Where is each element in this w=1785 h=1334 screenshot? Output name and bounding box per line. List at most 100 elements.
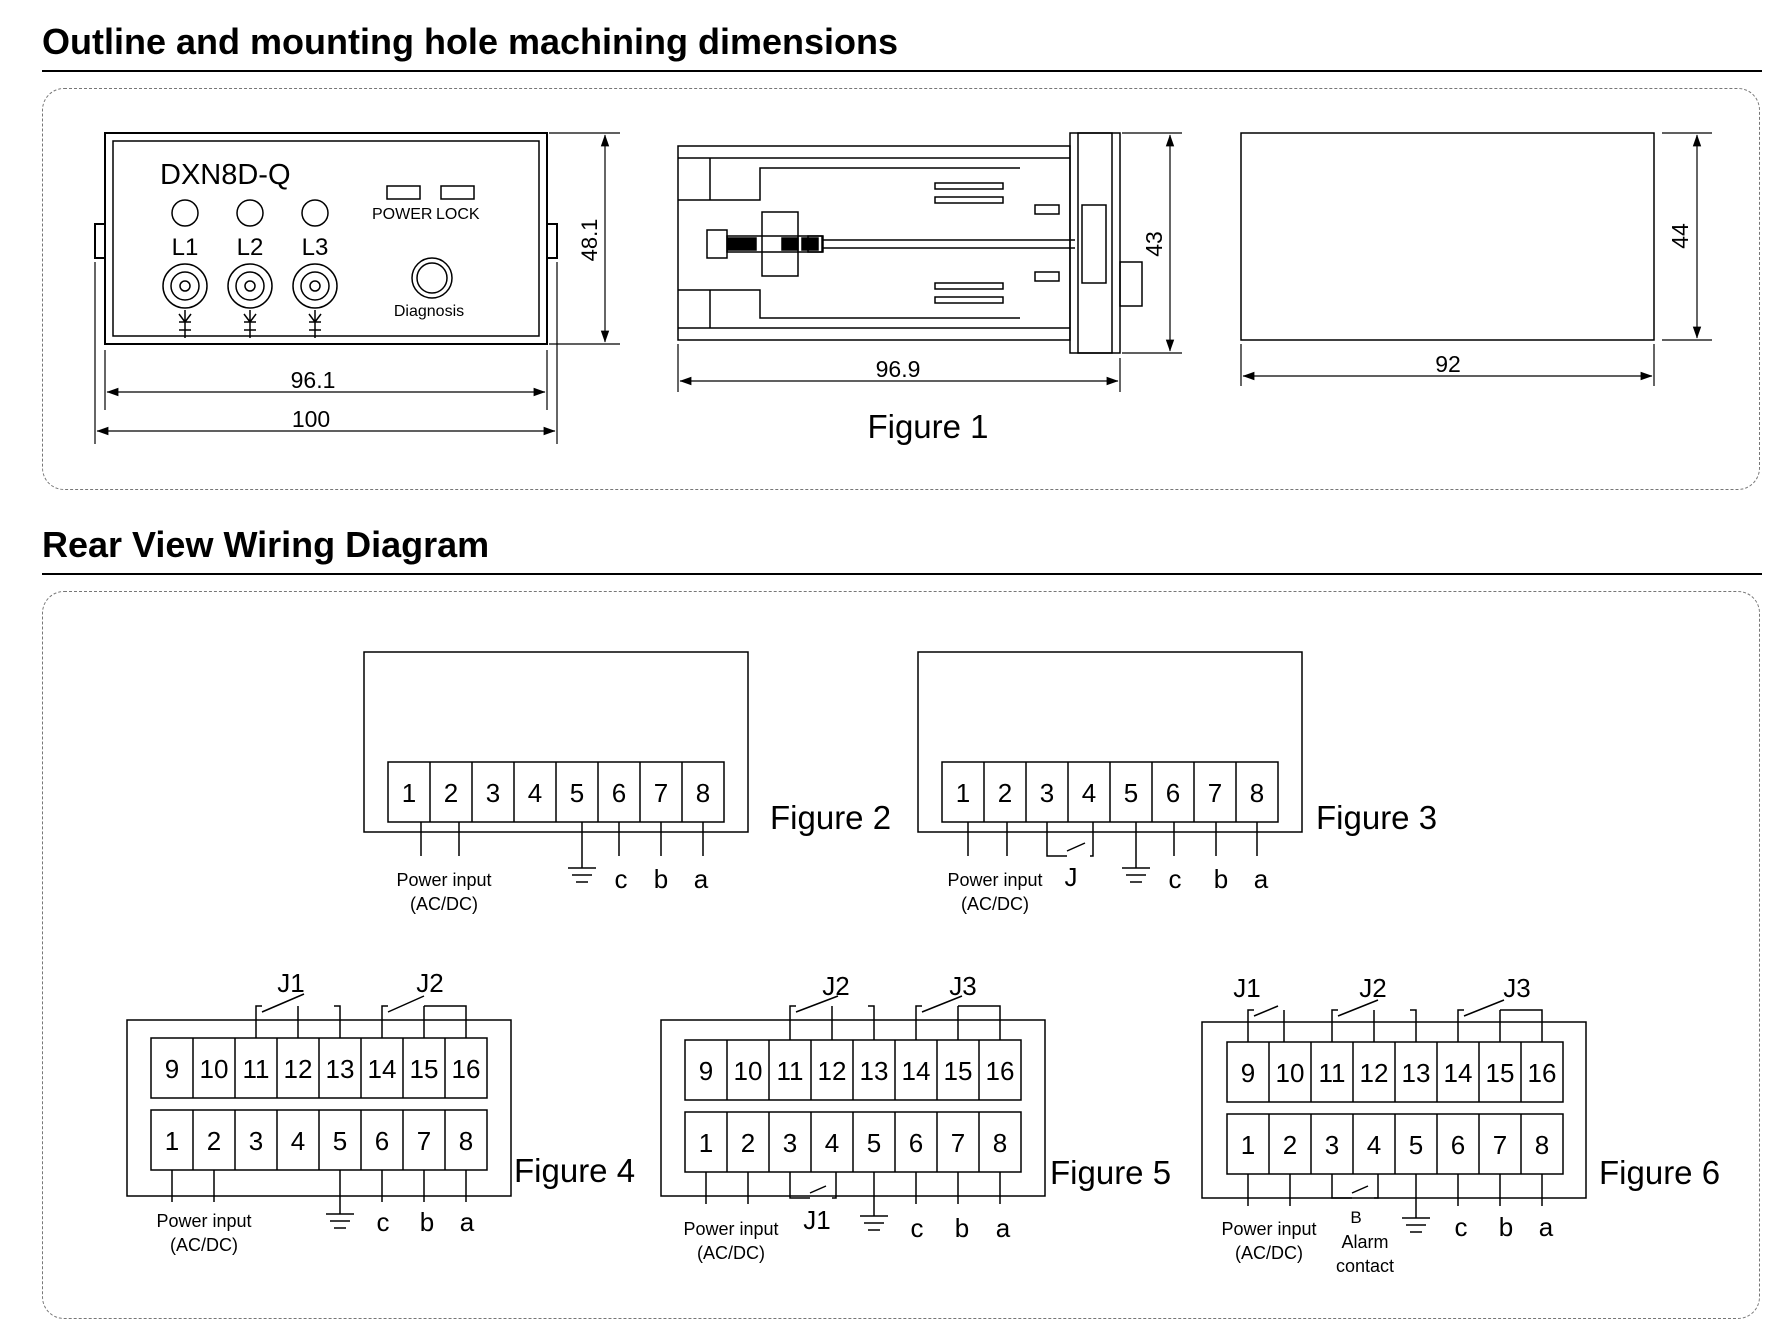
side-slots xyxy=(934,182,1060,304)
fig3-power-acdc: (AC/DC) xyxy=(961,894,1029,914)
fig5-terminal-14: 14 xyxy=(902,1056,931,1086)
cutout-rect xyxy=(1240,132,1655,341)
fig6-label-a: a xyxy=(1539,1212,1554,1242)
fig4-terminal-12: 12 xyxy=(284,1054,313,1084)
fig4-terminal-8: 8 xyxy=(459,1126,473,1156)
fig4-relay-j2 xyxy=(381,995,467,1038)
fig6-label-j3: J3 xyxy=(1503,973,1530,1003)
diagnosis-button xyxy=(411,257,453,299)
fig3-terminal-1: 1 xyxy=(956,778,970,808)
fig3-label-b: b xyxy=(1214,864,1228,894)
front-panel-inner xyxy=(112,140,540,337)
fig4-ground-symbol xyxy=(326,1202,354,1229)
test-socket-l3 xyxy=(292,263,338,338)
figure-6-diagram: 9 10 11 12 13 14 15 16 1 2 3 4 5 6 7 8 J… xyxy=(1201,973,1720,1276)
fig6-terminal-6: 6 xyxy=(1451,1130,1465,1160)
fig6-relay-j1 xyxy=(1247,1005,1285,1042)
outline-section-title: Outline and mounting hole machining dime… xyxy=(42,21,899,62)
fig6-terminal-13: 13 xyxy=(1402,1058,1431,1088)
fig4-terminal-3: 3 xyxy=(249,1126,263,1156)
dim-label-height: 48.1 xyxy=(577,219,602,262)
fig6-power-acdc: (AC/DC) xyxy=(1235,1243,1303,1263)
fig4-label-b: b xyxy=(420,1207,434,1237)
fig4-label-c: c xyxy=(377,1207,390,1237)
fig2-terminal-8: 8 xyxy=(696,778,710,808)
fig5-terminal-9: 9 xyxy=(699,1056,713,1086)
outline-panel xyxy=(42,88,1760,490)
front-panel-outer xyxy=(104,132,548,345)
side-knob xyxy=(1119,261,1143,307)
fig3-label-j: J xyxy=(1065,862,1078,892)
figure-3-label: Figure 3 xyxy=(1316,799,1437,836)
side-clip xyxy=(1081,204,1107,284)
fig4-terminal-13: 13 xyxy=(326,1054,355,1084)
fig6-terminal-11: 11 xyxy=(1319,1058,1346,1088)
fig5-leads xyxy=(705,1172,1001,1204)
figure-2-label: Figure 2 xyxy=(770,799,891,836)
fig5-relay-j1 xyxy=(789,1172,837,1199)
fig4-label-j1: J1 xyxy=(277,968,304,998)
fig4-power-input: Power input xyxy=(156,1211,251,1231)
fig6-terminal-12: 12 xyxy=(1360,1058,1389,1088)
fig6-alarm-contact xyxy=(1331,1174,1379,1199)
wiring-title-rule xyxy=(42,573,1762,575)
side-view xyxy=(677,132,1182,392)
fig5-label-j3: J3 xyxy=(949,971,976,1001)
fig3-label-a: a xyxy=(1254,864,1269,894)
fig6-label-j2: J2 xyxy=(1359,973,1386,1003)
fig2-terminal-3: 3 xyxy=(486,778,500,808)
fig4-terminal-6: 6 xyxy=(375,1126,389,1156)
diagnosis-label: Diagnosis xyxy=(394,303,464,320)
fig3-terminal-8: 8 xyxy=(1250,778,1264,808)
power-label: POWER xyxy=(372,206,432,223)
fig6-terminal-10: 10 xyxy=(1276,1058,1305,1088)
fig4-terminal-10: 10 xyxy=(200,1054,229,1084)
cutout-view xyxy=(1240,132,1712,386)
fig5-terminal-5: 5 xyxy=(867,1128,881,1158)
fig5-power-input: Power input xyxy=(683,1219,778,1239)
fig5-terminal-7: 7 xyxy=(951,1128,965,1158)
fig2-terminal-7: 7 xyxy=(654,778,668,808)
test-socket-l2 xyxy=(227,263,273,338)
fig2-power-input: Power input xyxy=(396,870,491,890)
fig5-power-acdc: (AC/DC) xyxy=(697,1243,765,1263)
fig3-leads xyxy=(967,822,1258,856)
fig3-relay-j xyxy=(1046,822,1094,857)
fig5-terminal-11: 11 xyxy=(777,1056,804,1086)
fig6-ground-symbol xyxy=(1402,1206,1430,1233)
phase-label-l1: L1 xyxy=(172,234,199,261)
fig2-label-c: c xyxy=(615,864,628,894)
lock-led xyxy=(440,185,475,200)
fig5-terminal-10: 10 xyxy=(734,1056,763,1086)
mount-clip-right xyxy=(547,223,558,259)
fig6-power-input: Power input xyxy=(1221,1219,1316,1239)
cutout-dim-label-width: 92 xyxy=(1435,351,1461,377)
fig5-terminal-4: 4 xyxy=(825,1128,839,1158)
fig2-label-b: b xyxy=(654,864,668,894)
cutout-dim-label-height: 44 xyxy=(1667,223,1693,249)
fig2-terminal-6: 6 xyxy=(612,778,626,808)
fig5-label-c: c xyxy=(911,1213,924,1243)
model-name: DXN8D-Q xyxy=(160,159,291,191)
fig5-terminal-12: 12 xyxy=(818,1056,847,1086)
fig2-leads xyxy=(420,822,704,856)
fig3-terminal-5: 5 xyxy=(1124,778,1138,808)
fig6-label-j1: J1 xyxy=(1233,973,1260,1003)
fig6-terminal-5: 5 xyxy=(1409,1130,1423,1160)
fig5-label-b: b xyxy=(955,1213,969,1243)
fig3-housing xyxy=(917,651,1303,833)
fig6-terminal-16: 16 xyxy=(1528,1058,1557,1088)
fig6-label-b: b xyxy=(1499,1212,1513,1242)
figure-3-diagram: 1 2 3 4 5 6 7 8 J c b a Power input (AC/… xyxy=(917,651,1437,914)
fig2-terminal-1: 1 xyxy=(402,778,416,808)
fig2-terminal-5: 5 xyxy=(570,778,584,808)
fig2-ground-symbol xyxy=(568,856,596,883)
fig3-terminal-4: 4 xyxy=(1082,778,1096,808)
fig5-terminal-1: 1 xyxy=(699,1128,713,1158)
side-inner-upper xyxy=(678,157,1070,201)
power-led xyxy=(386,185,421,200)
fig6-alarm-b: B xyxy=(1350,1208,1361,1227)
figure-4-diagram: 9 10 11 12 13 14 15 16 1 2 3 4 5 6 7 8 J… xyxy=(126,968,635,1255)
figure-4-label: Figure 4 xyxy=(514,1152,635,1189)
fig4-terminal-11: 11 xyxy=(243,1054,270,1084)
